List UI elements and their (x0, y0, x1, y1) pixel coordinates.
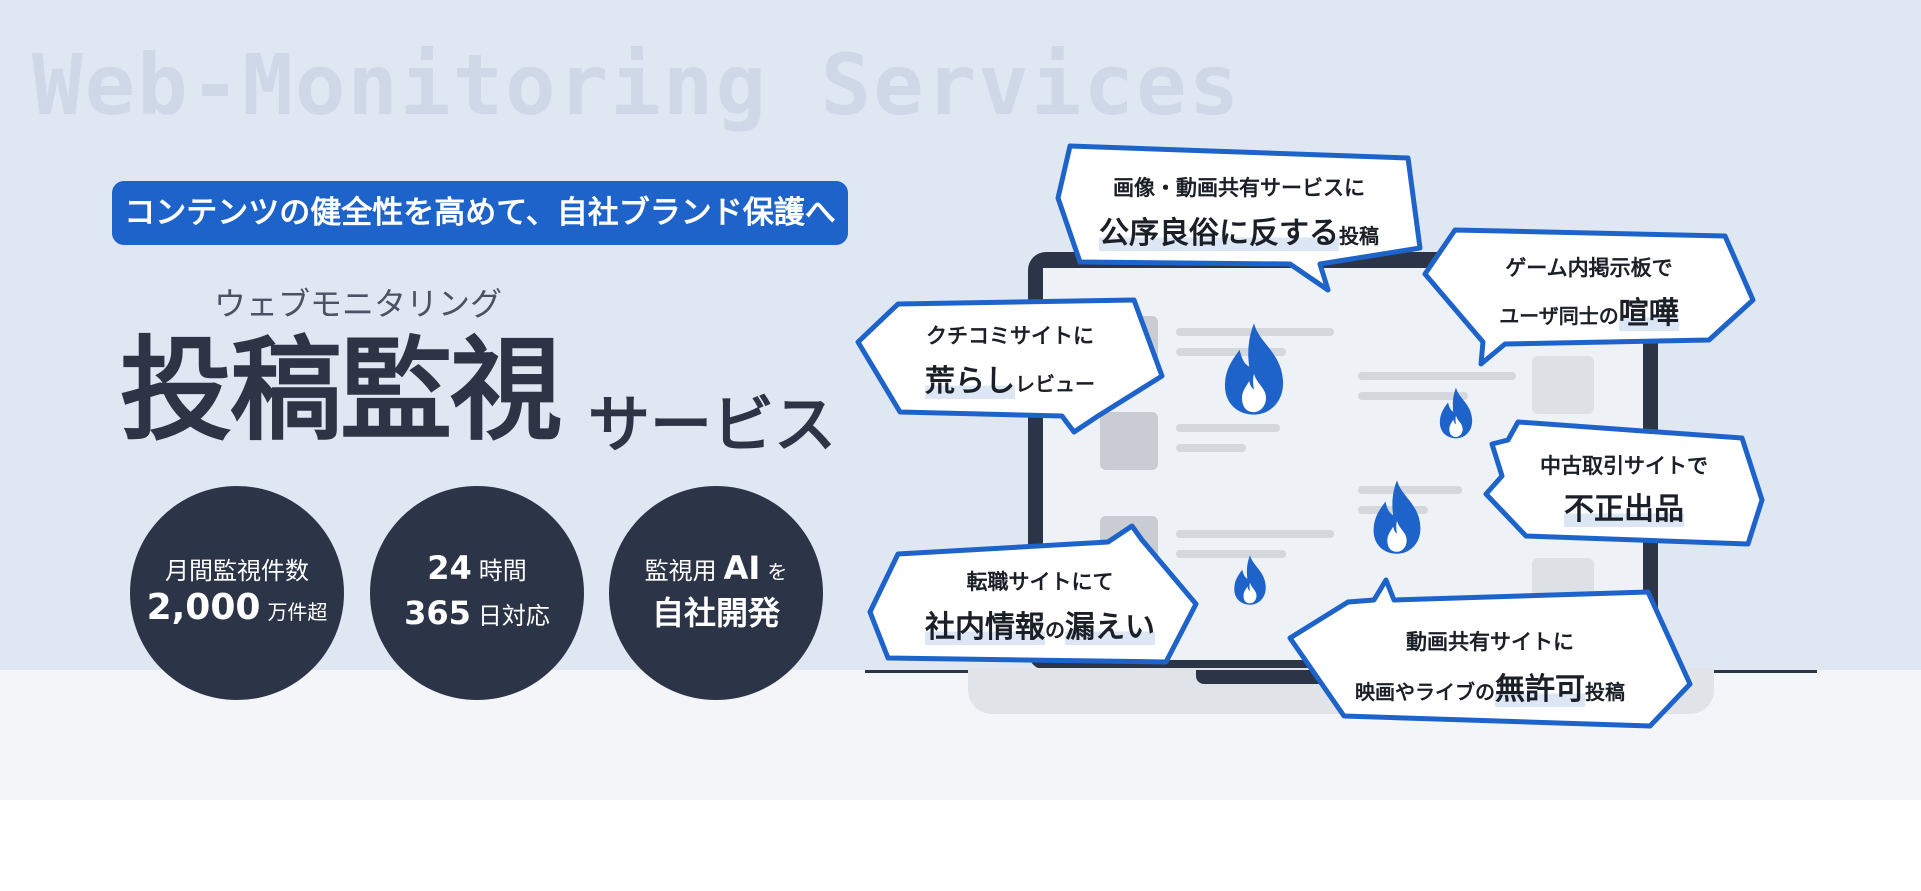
post-line (1358, 372, 1516, 380)
bubble-strong: 不正出品 (1564, 492, 1684, 527)
post-line (1358, 392, 1468, 400)
badge-in-house-ai: 監視用 AI を 自社開発 (609, 486, 823, 700)
bubble-game-board: ゲーム内掲示板で ユーザ同士の喧嘩 (1422, 224, 1756, 367)
post-thumbnail (1100, 412, 1158, 470)
page-title: 投稿監視 (120, 326, 562, 456)
badge-label: 月間監視件数 (165, 556, 309, 585)
bubble-line1: ゲーム内掲示板で (1505, 256, 1673, 280)
badge-unit: を (767, 560, 788, 584)
bubble-strong: 公序良俗に反する (1099, 216, 1339, 251)
badge-number: 24 (427, 549, 472, 587)
bubble-small: レビュー (1015, 372, 1095, 396)
bubble-line1: クチコミサイトに (926, 324, 1094, 348)
post-line (1176, 424, 1280, 432)
bubble-strong: 荒らし (925, 364, 1015, 399)
subtitle-kana: ウェブモニタリング (214, 285, 503, 323)
bubble-strong: 無許可 (1495, 672, 1585, 707)
badge-monthly-volume: 月間監視件数 2,000 万件超 (130, 486, 344, 700)
badge-label: 監視用 (644, 557, 717, 585)
bubble-pre: 映画やライブの (1355, 680, 1495, 704)
badge-number: AI (723, 549, 761, 587)
post-line (1176, 530, 1334, 538)
bubble-second-hand-site: 中古取引サイトで 不正出品 (1483, 418, 1765, 547)
page-title-suffix: サービス (588, 388, 837, 461)
post-thumbnail (1532, 356, 1594, 414)
bubble-strong: 社内情報 (925, 610, 1045, 645)
flame-icon (1234, 555, 1266, 605)
badge-unit: 万件超 (267, 599, 328, 624)
watermark-text: Web-Monitoring Services (32, 36, 1242, 134)
badge-unit: 時間 (478, 557, 527, 585)
bubble-video-sharing-site: 動画共有サイトに 映画やライブの無許可投稿 (1287, 577, 1693, 729)
bubble-strong: 漏えい (1065, 610, 1155, 645)
bubble-small: 投稿 (1585, 680, 1625, 704)
flame-icon (1224, 323, 1284, 415)
post-line (1176, 444, 1246, 452)
badge-24h-support: 24 時間 365 日対応 (370, 486, 584, 700)
badge-number: 365 (404, 594, 471, 632)
bubble-image-video-service: 画像・動画共有サービスに 公序良俗に反する投稿 (1055, 138, 1423, 293)
post-line (1176, 348, 1286, 356)
bubble-pre: ユーザ同士の (1499, 304, 1619, 328)
post-line (1358, 486, 1462, 494)
flame-icon (1439, 387, 1473, 439)
badge-number: 2,000 (146, 586, 261, 628)
bubble-review-site: クチコミサイトに 荒らしレビュー (855, 297, 1165, 435)
bubble-line1: 転職サイトにて (966, 570, 1114, 594)
tagline-banner: コンテンツの健全性を高めて、自社ブランド保護へ (112, 181, 848, 245)
bubble-strong: 喧嘩 (1618, 296, 1679, 331)
flame-icon (1373, 480, 1421, 554)
badge-label: 自社開発 (651, 594, 780, 632)
bubble-small: 投稿 (1339, 224, 1379, 248)
bubble-line1: 動画共有サイトに (1406, 630, 1574, 654)
bubble-line1: 画像・動画共有サービスに (1113, 176, 1365, 200)
bubble-mid: の (1045, 618, 1065, 642)
bubble-job-site: 転職サイトにて 社内情報の漏えい (867, 522, 1210, 665)
badge-unit: 日対応 (477, 602, 550, 630)
bubble-line1: 中古取引サイトで (1540, 454, 1708, 478)
post-line (1176, 550, 1286, 558)
